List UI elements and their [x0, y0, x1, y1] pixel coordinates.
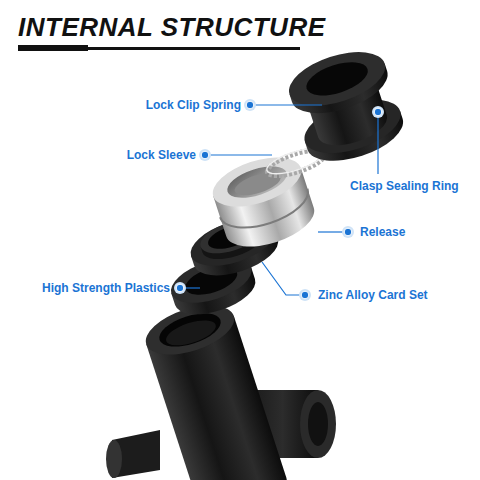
- part-label: High Strength Plastics: [42, 280, 170, 296]
- title: INTERNAL STRUCTURE: [18, 12, 326, 42]
- part-label: Zinc Alloy Card Set: [318, 287, 428, 303]
- part-label: Lock Sleeve: [127, 147, 196, 163]
- pipe-body: [106, 296, 336, 480]
- callout-dots: [174, 99, 384, 301]
- part-label: Lock Clip Spring: [146, 97, 241, 113]
- leader-lines: [180, 105, 378, 295]
- part-label: Release: [360, 224, 405, 240]
- sealing-ring: [282, 42, 409, 172]
- release-sleeve: [207, 148, 320, 256]
- title-underline: [18, 45, 300, 51]
- part-label: Clasp Sealing Ring: [350, 178, 459, 194]
